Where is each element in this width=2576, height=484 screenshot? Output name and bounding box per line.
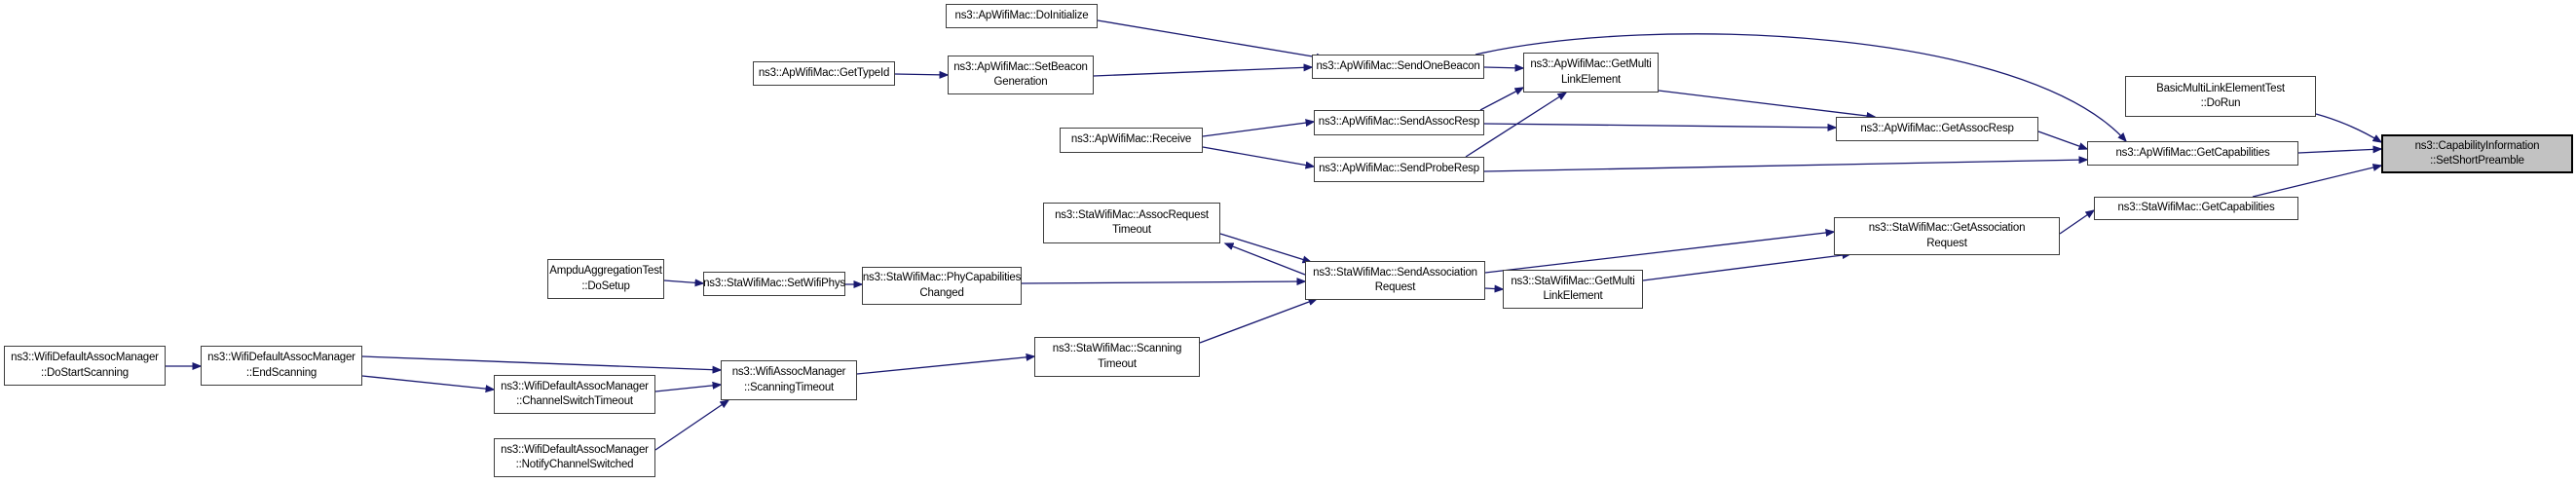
graph-node-label: ns3::StaWifiMac::SetWifiPhys	[703, 277, 845, 289]
graph-node-label: ns3::ApWifiMac::SendProbeResp	[1319, 163, 1479, 175]
graph-node-label: ns3::StaWifiMac::SendAssociation	[1313, 266, 1477, 279]
graph-edge-sendAssocResp-to-apGetMultiLinkElement	[1479, 87, 1525, 111]
graph-node-label: ns3::ApWifiMac::DoInitialize	[954, 9, 1089, 21]
graph-node-label: ns3::ApWifiMac::GetAssocResp	[1860, 122, 2014, 134]
graph-node-label: Request	[1374, 281, 1416, 293]
graph-node-label: ::DoRun	[2200, 97, 2241, 109]
graph-edge-assocRequestTimeout-to-sendAssociationRequest	[1219, 233, 1313, 264]
graph-edge-sendAssociationRequest-to-staGetMultiLinkElement	[1484, 284, 1505, 293]
graph-edge-sendAssociationRequest-to-staGetAssociationRequest	[1484, 229, 1836, 274]
graph-node-label: ns3::WifiDefaultAssocManager	[501, 380, 649, 392]
graph-node-label: ::DoStartScanning	[41, 366, 129, 379]
graph-node-sendAssocResp[interactable]: ns3::ApWifiMac::SendAssocResp	[1314, 110, 1484, 135]
graph-edge-channelSwitchTimeout-to-wifiAssocScanningTimeout	[654, 381, 723, 392]
graph-edge-notifyChannelSwitched-to-wifiAssocScanningTimeout	[654, 399, 730, 451]
graph-edge-getTypeId-to-setBeaconGeneration	[894, 70, 950, 79]
graph-edge-staGetAssociationRequest-to-staGetCapabilities	[2059, 209, 2096, 235]
graph-node-endScanning[interactable]: ns3::WifiDefaultAssocManager::EndScannin…	[201, 346, 362, 386]
graph-node-basicMultiLinkDoRun[interactable]: BasicMultiLinkElementTest::DoRun	[2125, 76, 2316, 117]
graph-node-label: Request	[1926, 237, 1967, 249]
graph-edge-doInitialize-to-sendOneBeacon	[1097, 19, 1326, 61]
graph-node-label: ns3::StaWifiMac::PhyCapabilities	[862, 272, 1022, 284]
graph-node-label: ::NotifyChannelSwitched	[515, 459, 634, 470]
graph-node-label: ns3::StaWifiMac::GetCapabilities	[2117, 202, 2275, 214]
graph-node-label: ns3::WifiDefaultAssocManager	[207, 352, 355, 364]
graph-edge-ampduDoSetup-to-setWifiPhys	[663, 279, 705, 287]
graph-node-setShortPreamble: ns3::CapabilityInformation::SetShortPrea…	[2381, 134, 2573, 173]
graph-edge-basicMultiLinkDoRun-to-setShortPreamble	[2315, 113, 2383, 143]
graph-node-label: ns3::StaWifiMac::AssocRequest	[1055, 208, 1209, 221]
graph-node-staGetCapabilities[interactable]: ns3::StaWifiMac::GetCapabilities	[2094, 197, 2298, 220]
graph-edge-sendProbeResp-to-apGetCapabilities	[1483, 156, 2089, 172]
graph-edge-staGetMultiLinkElement-to-staGetAssociationRequest	[1642, 251, 1852, 281]
graph-node-receive[interactable]: ns3::ApWifiMac::Receive	[1060, 128, 1203, 153]
graph-node-label: Timeout	[1112, 224, 1151, 236]
graph-node-label: ::ChannelSwitchTimeout	[516, 395, 633, 407]
graph-node-label: ns3::ApWifiMac::GetTypeId	[758, 66, 890, 79]
graph-node-label: ::ScanningTimeout	[743, 381, 835, 393]
graph-node-label: Changed	[919, 286, 964, 299]
graph-node-apGetCapabilities[interactable]: ns3::ApWifiMac::GetCapabilities	[2087, 141, 2298, 166]
graph-node-label: ns3::WifiDefaultAssocManager	[11, 352, 159, 364]
graph-node-getAssocResp[interactable]: ns3::ApWifiMac::GetAssocResp	[1836, 117, 2038, 141]
graph-node-ampduDoSetup[interactable]: AmpduAggregationTest::DoSetup	[547, 259, 664, 299]
graph-node-label: ns3::ApWifiMac::SendOneBeacon	[1316, 59, 1480, 72]
graph-node-label: ns3::ApWifiMac::SetBeacon	[953, 60, 1088, 73]
graph-edge-apGetMultiLinkElement-to-getAssocResp	[1658, 90, 1877, 120]
graph-node-label: ::EndScanning	[245, 366, 317, 379]
graph-node-wifiAssocScanningTimeout[interactable]: ns3::WifiAssocManager::ScanningTimeout	[721, 360, 857, 400]
graph-edge-receive-to-sendAssocResp	[1202, 119, 1316, 137]
graph-edge-staScanningTimeout-to-sendAssociationRequest	[1199, 298, 1319, 344]
graph-node-label: Timeout	[1098, 357, 1137, 370]
graph-node-label: ns3::ApWifiMac::Receive	[1070, 133, 1192, 146]
graph-node-label: ::SetShortPreamble	[2430, 155, 2524, 167]
graph-node-label: ns3::WifiAssocManager	[731, 366, 846, 379]
graph-node-label: AmpduAggregationTest	[549, 265, 662, 278]
graph-node-label: BasicMultiLinkElementTest	[2156, 82, 2285, 94]
graph-node-label: LinkElement	[1560, 73, 1622, 86]
graph-node-channelSwitchTimeout[interactable]: ns3::WifiDefaultAssocManager::ChannelSwi…	[494, 375, 655, 414]
graph-node-label: ns3::StaWifiMac::Scanning	[1052, 343, 1182, 355]
graph-edge-endScanning-to-wifiAssocScanningTimeout	[361, 355, 723, 374]
graph-edge-wifiAssocScanningTimeout-to-staScanningTimeout	[856, 353, 1036, 375]
graph-node-label: ::DoSetup	[581, 279, 630, 292]
graph-edge-phyCapabilitiesChanged-to-sendAssociationRequest	[1021, 278, 1307, 286]
graph-node-label: ns3::StaWifiMac::GetMulti	[1511, 275, 1635, 287]
graph-edge-getAssocResp-to-apGetCapabilities	[2037, 130, 2089, 150]
graph-edge-sendOneBeacon-to-apGetMultiLinkElement	[1483, 63, 1525, 72]
graph-node-label: ns3::CapabilityInformation	[2414, 139, 2540, 152]
graph-node-label: LinkElement	[1543, 290, 1603, 302]
graph-node-doStartScanning[interactable]: ns3::WifiDefaultAssocManager::DoStartSca…	[4, 346, 166, 386]
graph-node-label: ns3::ApWifiMac::SendAssocResp	[1318, 116, 1480, 129]
graph-node-doInitialize[interactable]: ns3::ApWifiMac::DoInitialize	[946, 4, 1098, 28]
graph-node-label: ns3::WifiDefaultAssocManager	[501, 443, 649, 456]
graph-node-getTypeId[interactable]: ns3::ApWifiMac::GetTypeId	[753, 61, 895, 86]
graph-node-sendProbeResp[interactable]: ns3::ApWifiMac::SendProbeResp	[1314, 157, 1484, 182]
graph-node-label: ns3::StaWifiMac::GetAssociation	[1868, 222, 2026, 235]
graph-node-sendOneBeacon[interactable]: ns3::ApWifiMac::SendOneBeacon	[1312, 55, 1484, 79]
graph-edge-receive-to-sendProbeResp	[1202, 146, 1316, 169]
graph-node-label: ns3::ApWifiMac::GetMulti	[1530, 58, 1652, 71]
graph-node-label: ns3::ApWifiMac::GetCapabilities	[2115, 146, 2270, 159]
graph-edge-endScanning-to-channelSwitchTimeout	[361, 375, 496, 393]
graph-node-notifyChannelSwitched[interactable]: ns3::WifiDefaultAssocManager::NotifyChan…	[494, 438, 655, 477]
graph-edge-sendOneBeacon-to-apGetCapabilities	[1475, 33, 2128, 143]
graph-node-label: Generation	[993, 76, 1048, 88]
graph-node-setWifiPhys[interactable]: ns3::StaWifiMac::SetWifiPhys	[703, 272, 845, 296]
graph-edge-setBeaconGeneration-to-sendOneBeacon	[1093, 63, 1314, 77]
graph-edge-staGetCapabilities-to-setShortPreamble	[2252, 164, 2383, 198]
graph-edge-apGetCapabilities-to-setShortPreamble	[2297, 145, 2383, 154]
graph-edge-sendAssociationRequest-to-assocRequestTimeout	[1223, 242, 1306, 276]
graph-edge-sendAssocResp-to-getAssocResp	[1483, 123, 1838, 131]
